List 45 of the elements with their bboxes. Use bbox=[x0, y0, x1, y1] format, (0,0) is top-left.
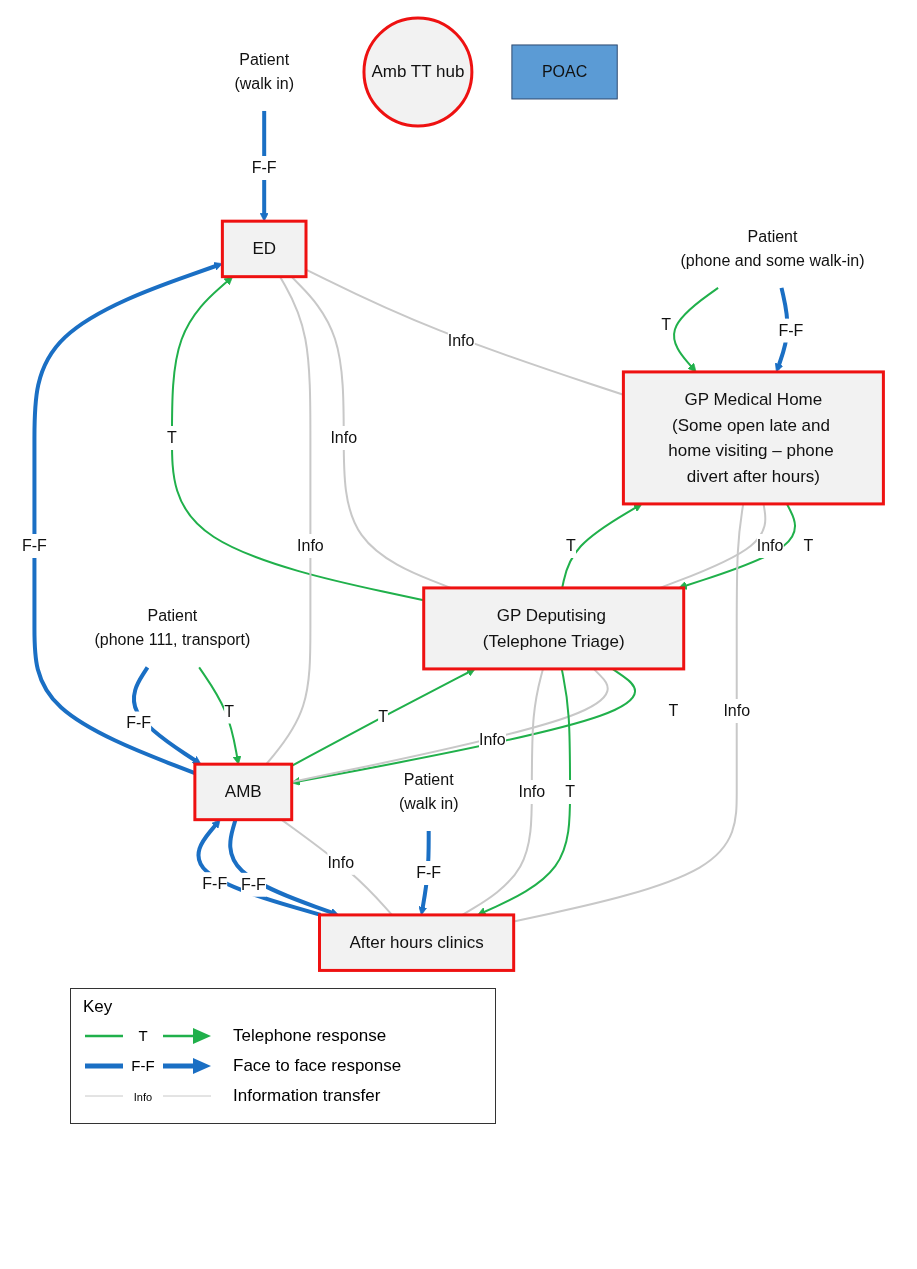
edge-label: T bbox=[378, 707, 389, 725]
edge-label: T bbox=[668, 701, 679, 719]
edge-label: Info bbox=[330, 428, 358, 446]
edge-label: T bbox=[566, 536, 577, 554]
edge-label: F-F bbox=[22, 536, 48, 554]
edge-label: Info bbox=[723, 701, 751, 719]
node-text: Patient (walk in) bbox=[234, 50, 295, 92]
edge-label: Info bbox=[327, 853, 355, 871]
edge-label: T bbox=[167, 428, 178, 446]
line-sample: Info bbox=[83, 1085, 213, 1108]
node-text: Patient (phone 111, transport) bbox=[94, 607, 251, 649]
legend-text: Face to face response bbox=[233, 1056, 402, 1077]
node-box: POAC bbox=[511, 44, 618, 100]
arrow bbox=[32, 262, 223, 775]
arrow-sample: T bbox=[83, 1025, 213, 1048]
edge-label: T bbox=[565, 782, 576, 800]
edge-label: F-F bbox=[251, 158, 277, 176]
edge-label: Info bbox=[447, 331, 475, 349]
edge-label: F-F bbox=[778, 321, 804, 339]
node-box: AMB bbox=[193, 762, 294, 822]
edge-label: Info bbox=[756, 536, 784, 554]
edge-label: Info bbox=[518, 782, 546, 800]
edge-label: Info bbox=[297, 536, 324, 554]
edge-label: F-F bbox=[202, 875, 228, 893]
node-circle: Amb TT hub bbox=[362, 16, 474, 128]
edge-label: T bbox=[661, 316, 672, 334]
node-text: Patient (phone and some walk-in) bbox=[680, 227, 865, 269]
edge-label: Info bbox=[479, 731, 506, 749]
arrow-sample: F-F bbox=[83, 1055, 213, 1078]
arrow bbox=[196, 819, 322, 917]
arrow bbox=[198, 666, 242, 765]
node-box: ED bbox=[221, 219, 308, 279]
edge-label: T bbox=[803, 536, 814, 554]
legend-text: Telephone response bbox=[233, 1026, 387, 1047]
edge-label: F-F bbox=[241, 875, 267, 893]
edge-label: F-F bbox=[416, 863, 442, 881]
arrow bbox=[290, 668, 476, 767]
legend-text: Information transfer bbox=[233, 1086, 381, 1107]
node-box: GP Deputising (Telephone Triage) bbox=[422, 586, 686, 671]
node-text: Patient (walk in) bbox=[399, 770, 459, 812]
edge-label: T bbox=[224, 702, 235, 720]
edge-label: F-F bbox=[126, 714, 152, 732]
node-box: After hours clinics bbox=[318, 913, 516, 972]
legend-title: Key bbox=[83, 997, 114, 1018]
node-box: GP Medical Home (Some open late and home visiting – phone divert after hours) bbox=[622, 370, 886, 506]
